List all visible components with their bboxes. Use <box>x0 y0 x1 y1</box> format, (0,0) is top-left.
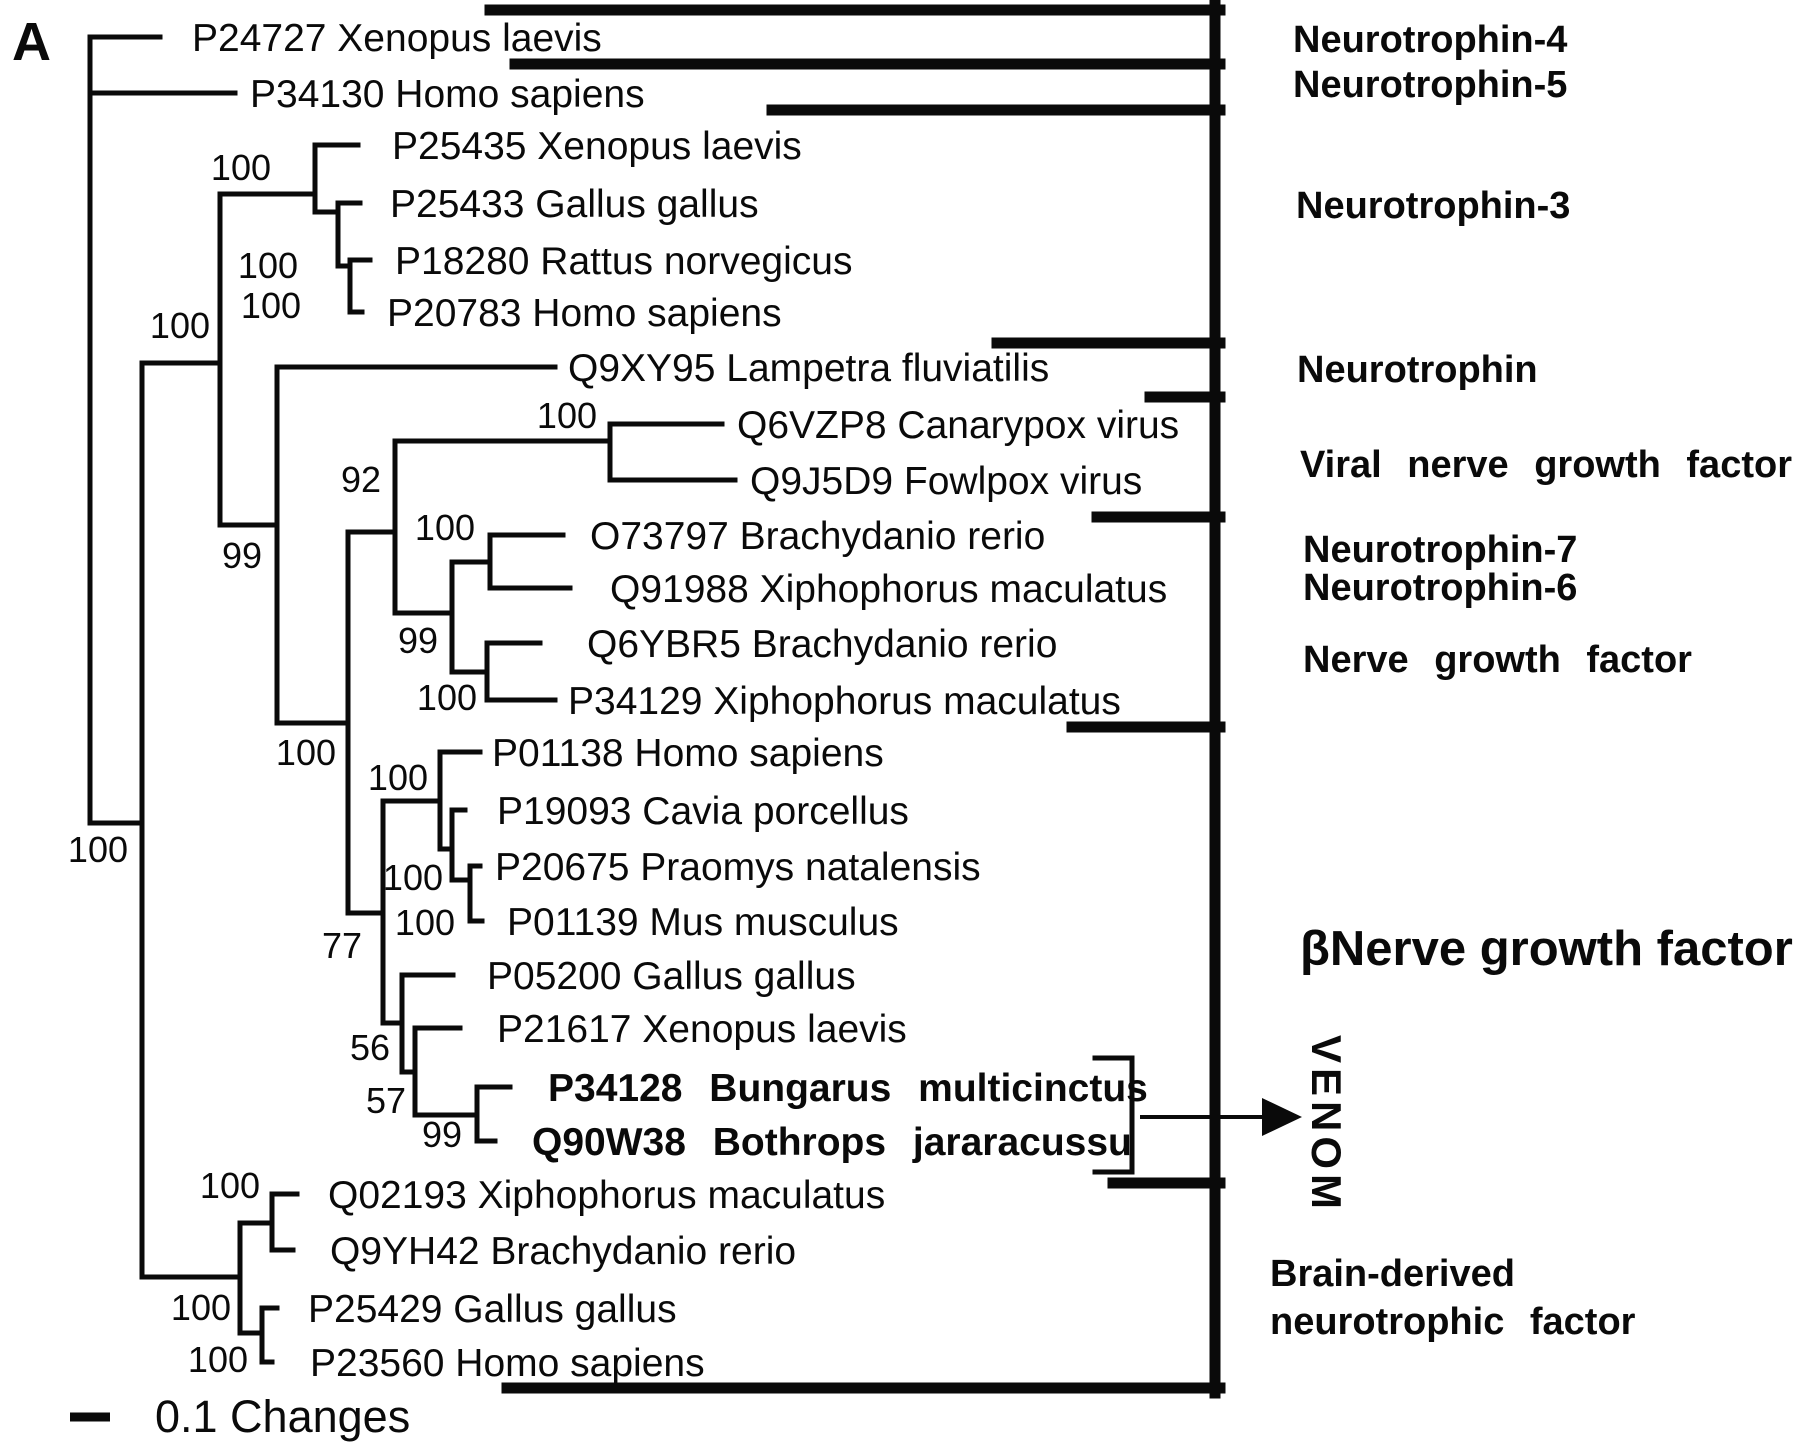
bootstrap-value: 99 <box>222 535 262 576</box>
taxon-label-venom: Q90W38 Bothrops jararacussu <box>532 1121 1132 1164</box>
taxon-label-venom: P34128 Bungarus multicinctus <box>548 1067 1148 1110</box>
taxon-label: P20783 Homo sapiens <box>387 292 782 335</box>
bootstrap-value: 100 <box>241 285 301 326</box>
panel-label: A <box>12 12 51 72</box>
bootstrap-value: 92 <box>341 459 381 500</box>
taxon-label: P25433 Gallus gallus <box>390 183 759 226</box>
taxon-label: Q9XY95 Lampetra fluviatilis <box>568 347 1049 390</box>
tree-branches <box>87 34 738 1365</box>
taxon-label: P24727 Xenopus laevis <box>192 17 602 60</box>
group-label-viral-ngf: Viral nerve growth factor <box>1300 444 1792 486</box>
bootstrap-value: 99 <box>398 620 438 661</box>
taxon-label: P01139 Mus musculus <box>507 901 899 944</box>
venom-arrow-head <box>1262 1098 1302 1136</box>
taxon-label: P01138 Homo sapiens <box>492 732 884 775</box>
taxon-label: Q91988 Xiphophorus maculatus <box>610 568 1167 611</box>
taxon-label: P25429 Gallus gallus <box>308 1288 677 1331</box>
bootstrap-value: 100 <box>150 305 210 346</box>
bootstrap-value: 57 <box>366 1080 406 1121</box>
bootstrap-value: 100 <box>368 757 428 798</box>
taxon-label: O73797 Brachydanio rerio <box>590 515 1045 558</box>
taxon-label: P34130 Homo sapiens <box>250 73 645 116</box>
taxon-label: P18280 Rattus norvegicus <box>395 240 852 283</box>
scale-bar-label: 0.1 Changes <box>155 1391 410 1442</box>
taxon-label: P23560 Homo sapiens <box>310 1342 705 1385</box>
taxon-label: Q9J5D9 Fowlpox virus <box>750 460 1142 503</box>
group-label-neurotrophin-6: Neurotrophin-6 <box>1303 567 1577 609</box>
bootstrap-value: 100 <box>200 1165 260 1206</box>
bootstrap-value: 99 <box>422 1114 462 1155</box>
taxon-label: Q02193 Xiphophorus maculatus <box>328 1174 885 1217</box>
clade-bracket <box>484 0 1226 1399</box>
bootstrap-value: 100 <box>188 1339 248 1380</box>
bootstrap-value: 77 <box>322 925 362 966</box>
bootstrap-value: 100 <box>395 902 455 943</box>
taxon-label: Q9YH42 Brachydanio rerio <box>330 1230 796 1273</box>
taxon-label: P05200 Gallus gallus <box>487 955 856 998</box>
taxon-label: P34129 Xiphophorus maculatus <box>568 680 1121 723</box>
bootstrap-value: 100 <box>211 147 271 188</box>
bootstrap-value: 100 <box>171 1287 231 1328</box>
group-label-bdnf-line2: neurotrophic factor <box>1270 1301 1636 1343</box>
venom-label: VENOM <box>1303 1035 1350 1214</box>
bootstrap-value: 100 <box>537 395 597 436</box>
group-label-neurotrophin-3: Neurotrophin-3 <box>1296 185 1570 227</box>
bootstrap-value: 56 <box>350 1027 390 1068</box>
bootstrap-value: 100 <box>276 732 336 773</box>
taxon-label: P19093 Cavia porcellus <box>497 790 909 833</box>
group-label-ngf: Nerve growth factor <box>1303 639 1692 681</box>
group-label-beta-ngf: βNerve growth factor <box>1300 922 1793 976</box>
bootstrap-value: 100 <box>238 245 298 286</box>
group-label-neurotrophin-5: Neurotrophin-5 <box>1293 64 1567 106</box>
taxon-label: P21617 Xenopus laevis <box>497 1008 907 1051</box>
group-label-neurotrophin-4: Neurotrophin-4 <box>1293 19 1567 61</box>
taxon-label: Q6YBR5 Brachydanio rerio <box>587 623 1057 666</box>
group-label-neurotrophin: Neurotrophin <box>1297 349 1538 391</box>
taxon-label: P25435 Xenopus laevis <box>392 125 802 168</box>
bootstrap-value: 100 <box>68 829 128 870</box>
bootstrap-value: 100 <box>415 507 475 548</box>
taxon-label: P20675 Praomys natalensis <box>495 846 981 889</box>
taxon-label: Q6VZP8 Canarypox virus <box>737 404 1179 447</box>
group-label-neurotrophin-7: Neurotrophin-7 <box>1303 529 1577 571</box>
bootstrap-value: 100 <box>383 857 443 898</box>
group-label-bdnf-line1: Brain-derived <box>1270 1253 1515 1295</box>
bootstrap-value: 100 <box>417 677 477 718</box>
venom-bracket <box>1092 1055 1135 1175</box>
